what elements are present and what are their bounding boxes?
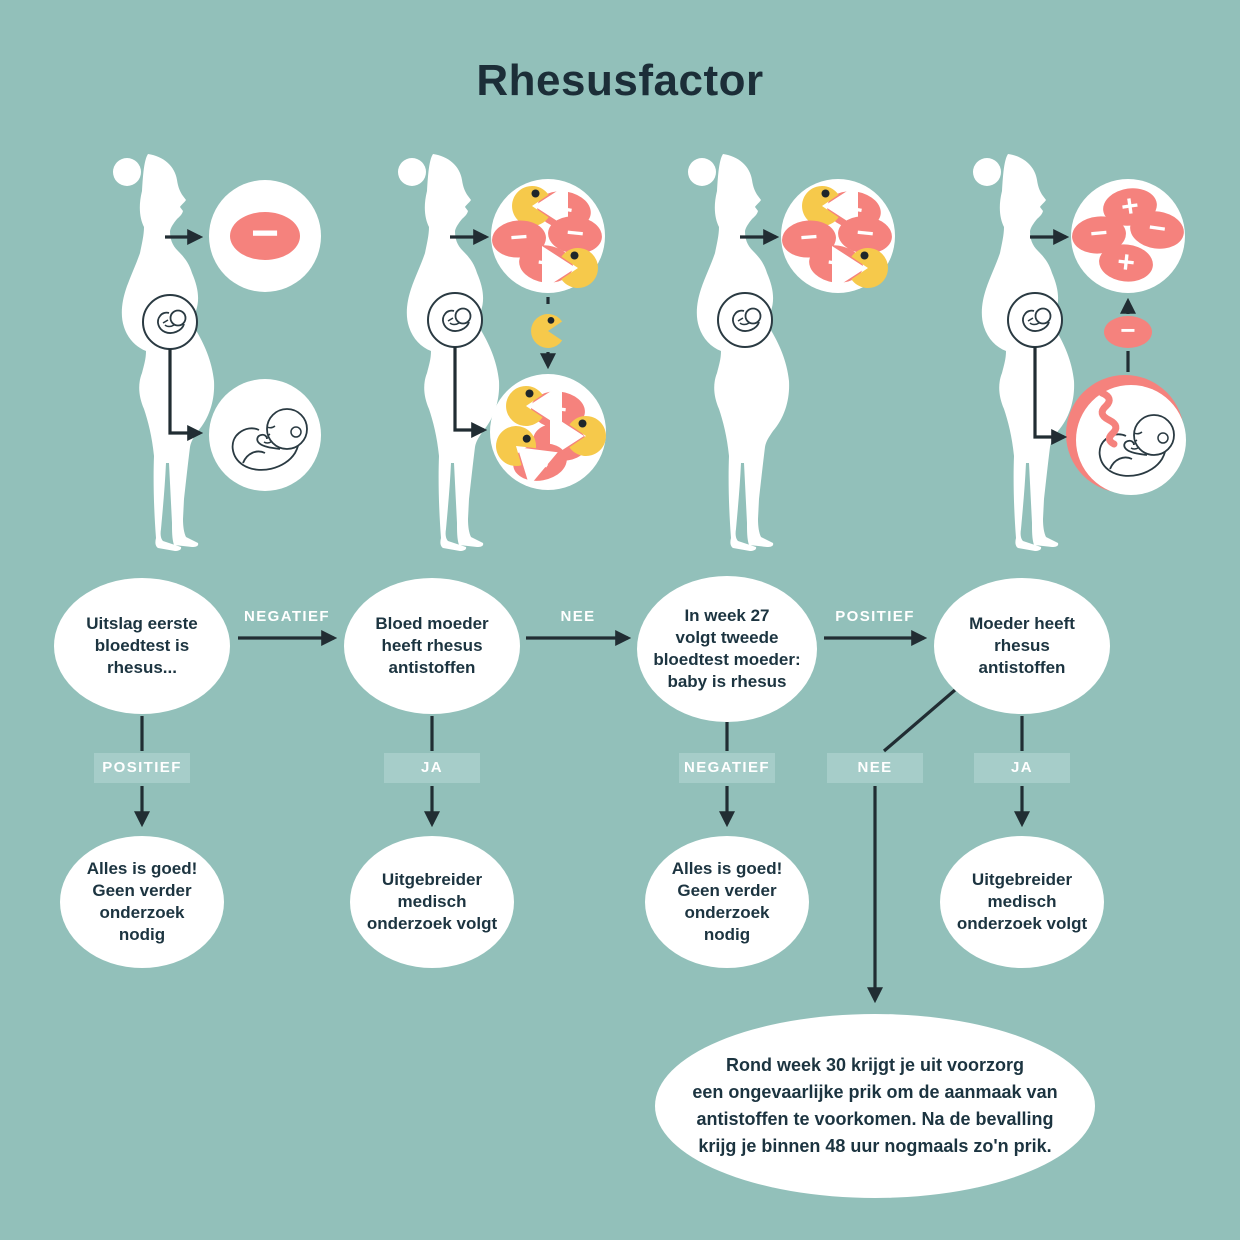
- arrow-baby-blood: [1033, 347, 1068, 445]
- mother-blood-antibodies-circle: [490, 179, 605, 293]
- pregnant-woman-icon: [688, 154, 790, 551]
- umbilical-cord-icon: [1098, 389, 1120, 448]
- pregnant-woman-icon: [113, 154, 215, 551]
- belly-circle: [142, 294, 198, 350]
- result-node-all-good-1: Alles is goed! Geen verder onderzoek nod…: [60, 836, 224, 968]
- baby-blood-cell: −: [1104, 315, 1152, 348]
- plus-symbol: +: [222, 377, 249, 429]
- flow-node-mother-antibodies: Moeder heeft rhesus antistoffen: [934, 578, 1110, 714]
- label-nee-diagonal: NEE: [827, 753, 923, 783]
- antibody-icon: [531, 314, 563, 348]
- diagonal-nee-line: [882, 688, 957, 753]
- blood-cell-negative-icon: [230, 212, 300, 260]
- label-negatief: NEGATIEF: [244, 608, 330, 625]
- minus-symbol: −: [251, 207, 279, 260]
- label-positief-down: POSITIEF: [94, 753, 190, 783]
- mother-blood-mixed-circle: [1070, 179, 1187, 293]
- scenario-2: [398, 154, 606, 551]
- label-ja-down-1: JA: [384, 753, 480, 783]
- label-ja-down-2: JA: [974, 753, 1070, 783]
- antibody-attack-circle: [487, 374, 606, 490]
- belly-circle: [717, 292, 773, 348]
- flow-node-week27-test: In week 27 volgt tweede bloedtest moeder…: [637, 576, 817, 722]
- arrow-baby-blood: [168, 349, 204, 441]
- scenario-4: −: [973, 154, 1187, 551]
- belly-circle: [427, 292, 483, 348]
- mother-blood-rh-negative-circle: −: [209, 180, 321, 292]
- baby-rh-positive-circle: +: [209, 377, 321, 491]
- label-nee: NEE: [560, 608, 596, 625]
- label-positief: POSITIEF: [835, 608, 915, 625]
- blood-cell-negative-icon: [1104, 316, 1152, 348]
- scenario-1: − +: [113, 154, 321, 551]
- flow-node-first-bloodtest: Uitslag eerste bloedtest is rhesus...: [54, 578, 230, 714]
- flow-node-antibodies-question: Bloed moeder heeft rhesus antistoffen: [344, 578, 520, 714]
- result-node-all-good-2: Alles is goed! Geen verder onderzoek nod…: [645, 836, 809, 968]
- pregnant-woman-icon: [973, 154, 1075, 551]
- result-node-more-research-2: Uitgebreider medisch onderzoek volgt: [940, 836, 1104, 968]
- scenario-3: [688, 154, 895, 551]
- page-title: Rhesusfactor: [476, 56, 764, 105]
- footer-injection-note: Rond week 30 krijgt je uit voorzorg een …: [655, 1014, 1095, 1198]
- baby-with-cord-circle: [1066, 375, 1186, 495]
- belly-circle: [1007, 292, 1063, 348]
- arrow-baby-blood: [453, 347, 488, 438]
- pregnant-woman-icon: [398, 154, 500, 551]
- flow-connectors: [134, 630, 1030, 1004]
- result-node-more-research-1: Uitgebreider medisch onderzoek volgt: [350, 836, 514, 968]
- mother-blood-antibodies-circle: [780, 179, 895, 293]
- label-negatief-down: NEGATIEF: [679, 753, 775, 783]
- minus-symbol: −: [1120, 315, 1135, 345]
